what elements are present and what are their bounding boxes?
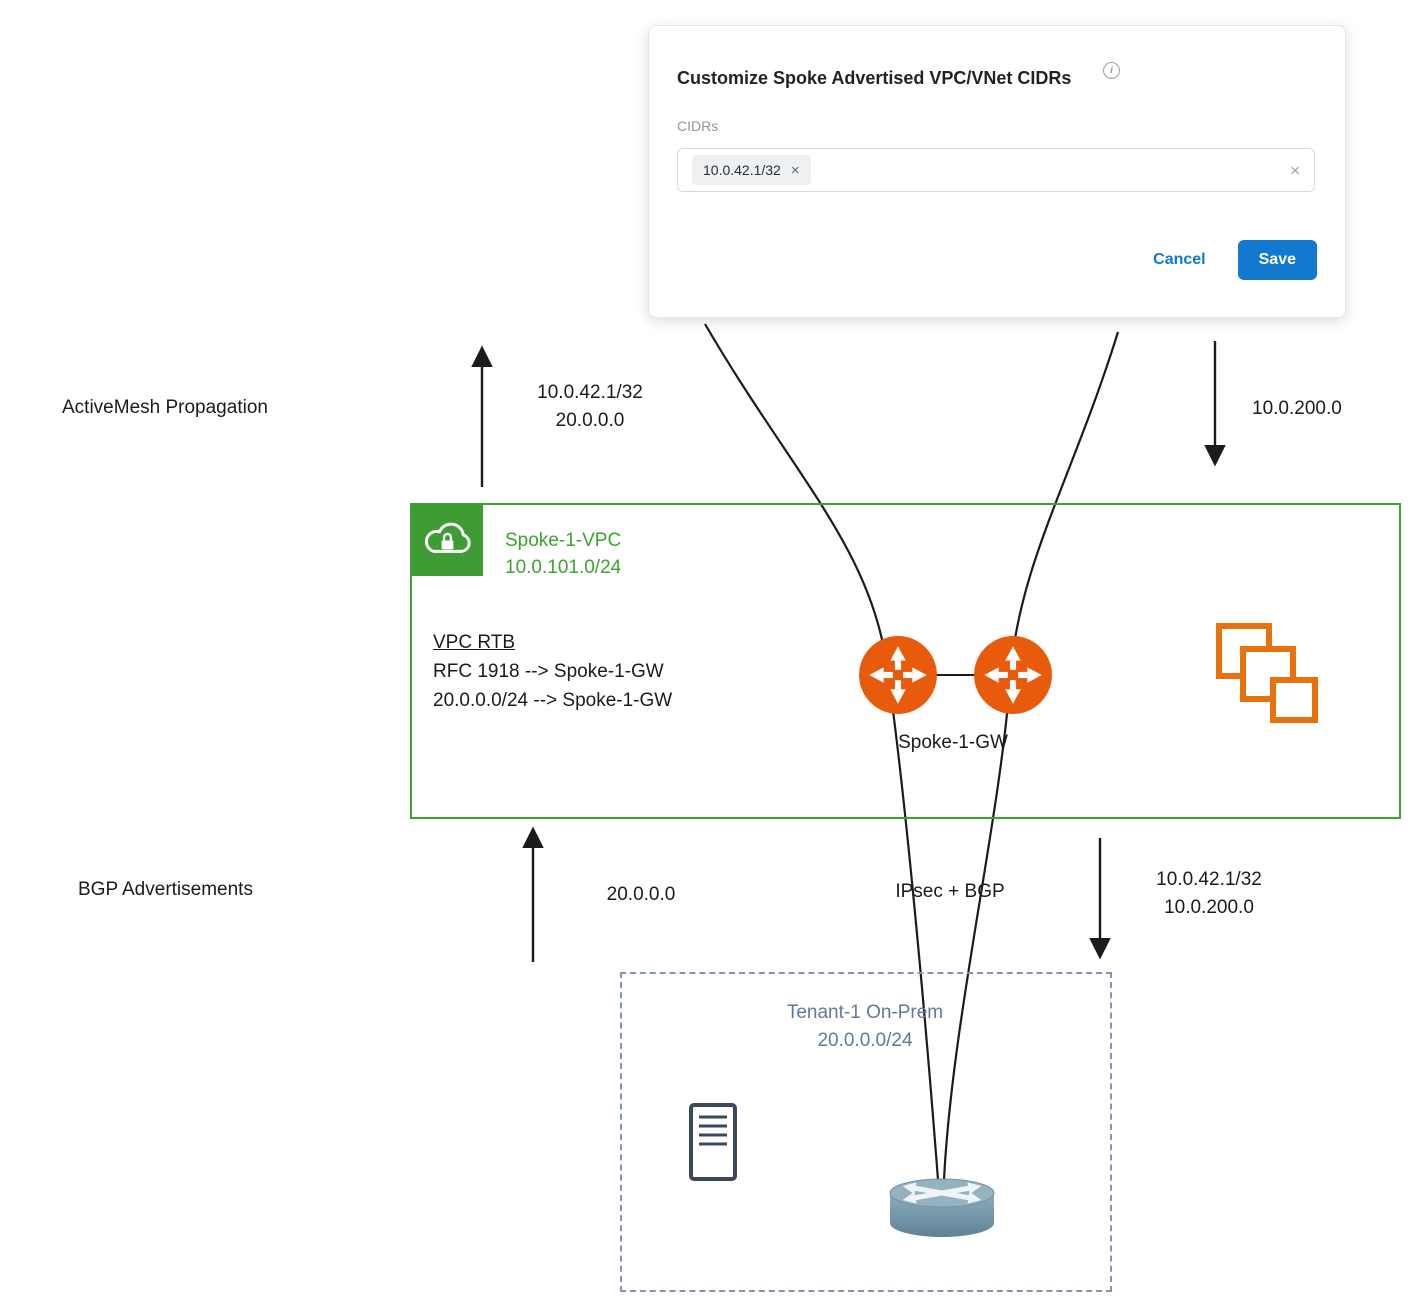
vpc-route-table: VPC RTB RFC 1918 --> Spoke-1-GW 20.0.0.0… [433,628,672,715]
activemesh-up-cidrs: 10.0.42.1/32 20.0.0.0 [500,379,680,435]
subnets-icon [1216,623,1318,723]
customize-cidrs-dialog: Customize Spoke Advertised VPC/VNet CIDR… [648,25,1346,318]
bgp-down-cidr-2: 10.0.200.0 [1164,897,1254,918]
spoke-gateway-icon-left [859,636,937,714]
activemesh-up-cidr-1: 10.0.42.1/32 [537,382,643,403]
save-button[interactable]: Save [1237,240,1317,280]
vpc-rtb-rule-2: 20.0.0.0/24 --> Spoke-1-GW [433,690,673,711]
input-clear-icon[interactable]: × [1290,160,1300,180]
bgp-down-cidrs: 10.0.42.1/32 10.0.200.0 [1124,866,1294,922]
spoke-gateway-label: Spoke-1-GW [898,732,1008,753]
activemesh-up-cidr-2: 20.0.0.0 [555,410,625,431]
cidrs-field-label: CIDRs [677,118,719,134]
vpc-cidr: 10.0.101.0/24 [505,557,622,578]
cancel-button[interactable]: Cancel [1147,250,1211,270]
activemesh-down-cidr: 10.0.200.0 [1252,398,1342,419]
ipsec-bgp-label: IPsec + BGP [895,881,1005,902]
bgp-down-cidr-1: 10.0.42.1/32 [1156,869,1262,890]
info-icon[interactable]: i [1103,62,1120,79]
bgp-advertisements-label: BGP Advertisements [78,879,253,900]
spoke-gateway-icon-right [974,636,1052,714]
onprem-cidr: 20.0.0.0/24 [817,1030,913,1051]
activemesh-propagation-label: ActiveMesh Propagation [62,397,268,418]
onprem-name: Tenant-1 On-Prem [786,1002,944,1023]
cidrs-input[interactable]: 10.0.42.1/32 × × [677,148,1315,192]
bgp-up-cidr: 20.0.0.0 [606,884,676,905]
vpc-rtb-title: VPC RTB [433,632,516,653]
chip-remove-icon[interactable]: × [790,161,800,179]
vpc-name: Spoke-1-VPC [505,530,622,551]
vpc-rtb-rule-1: RFC 1918 --> Spoke-1-GW [433,661,664,682]
dialog-footer: Cancel Save [1147,240,1317,280]
cidr-chip-value: 10.0.42.1/32 [703,162,781,178]
cidr-chip: 10.0.42.1/32 × [692,155,811,185]
dialog-title: Customize Spoke Advertised VPC/VNet CIDR… [677,68,1072,88]
vpc-cloud-lock-icon [411,504,483,576]
router-icon [889,1178,995,1237]
server-icon [689,1103,737,1181]
